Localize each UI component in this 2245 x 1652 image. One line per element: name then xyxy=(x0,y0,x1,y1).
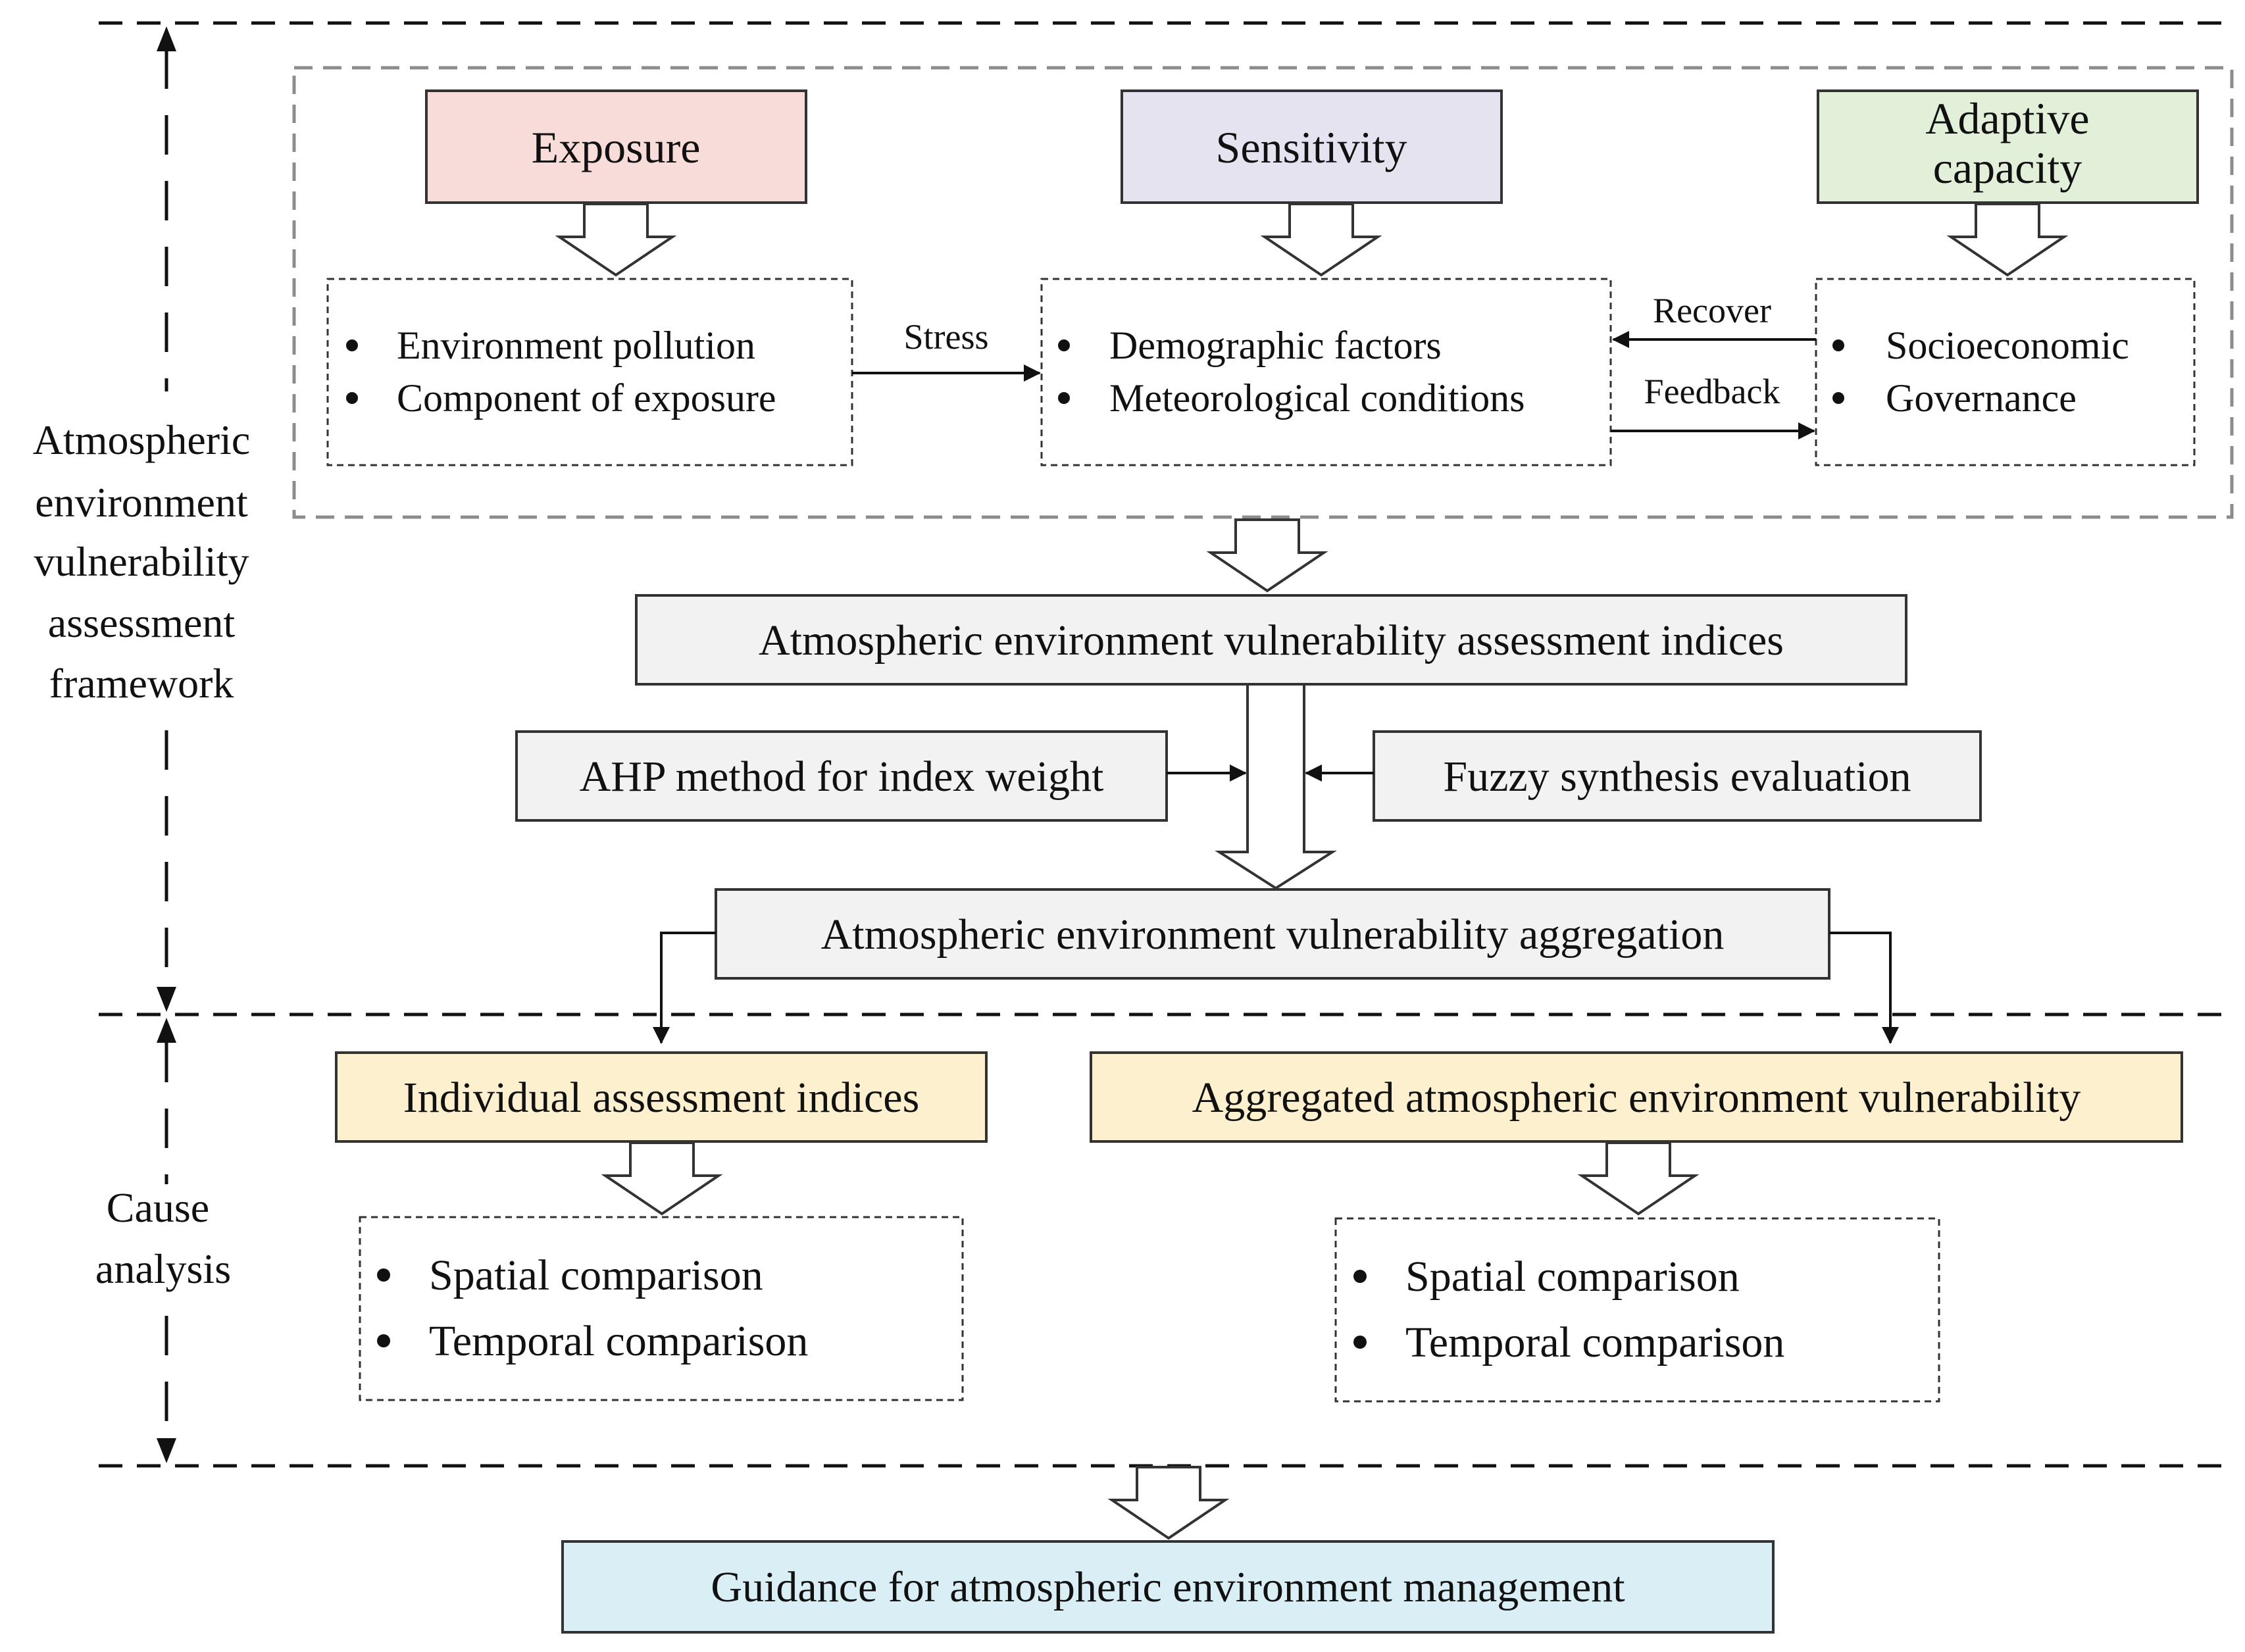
svg-text:Atmospheric: Atmospheric xyxy=(33,416,251,463)
sensitivity-title: Sensitivity xyxy=(1216,122,1407,172)
framework-extent-arrow xyxy=(157,26,176,1012)
aggregation-to-individual-arrow xyxy=(653,932,716,1044)
individual-down-arrow xyxy=(601,1141,723,1216)
svg-text:assessment: assessment xyxy=(48,599,236,646)
aggregated-vulnerability-box xyxy=(1090,1051,2183,1143)
individual-indices-box xyxy=(335,1051,988,1143)
guidance-down-arrow xyxy=(1107,1466,1230,1540)
aggregated-comparison-box xyxy=(1334,1217,1940,1403)
assessment-indices-label: Atmospheric environment vulnerability as… xyxy=(759,616,1784,664)
exposure-items-box xyxy=(326,278,853,466)
aggregated-item-1: Spatial comparison xyxy=(1405,1253,1740,1301)
fuzzy-evaluation-label: Fuzzy synthesis evaluation xyxy=(1443,753,1911,801)
exposure-title: Exposure xyxy=(532,122,701,172)
sensitivity-item-1: Demographic factors xyxy=(1109,324,1442,367)
exposure-item-1: Environment pollution xyxy=(397,324,755,367)
adaptive-item-1: Socioeconomic xyxy=(1886,324,2129,367)
bullet-icon xyxy=(346,339,358,351)
ahp-method-box xyxy=(515,730,1168,822)
bullet-icon xyxy=(377,1334,390,1347)
bullet-icon xyxy=(1353,1270,1367,1283)
assessment-indices-box xyxy=(635,594,1907,686)
adaptive-capacity-title-line1: Adaptive xyxy=(1925,93,2089,143)
adaptive-down-arrow xyxy=(1946,203,2069,277)
aggregated-down-arrow xyxy=(1577,1141,1700,1216)
cause-extent-arrow xyxy=(157,1018,176,1463)
individual-comparison-box xyxy=(359,1216,964,1401)
aggregation-label: Atmospheric environment vulnerability ag… xyxy=(821,911,1725,959)
aggregated-item-2: Temporal comparison xyxy=(1405,1318,1784,1366)
aggregated-vulnerability-label: Aggregated atmospheric environment vulne… xyxy=(1192,1074,2081,1122)
bullet-icon xyxy=(1353,1336,1367,1349)
adaptive-items-box xyxy=(1815,278,2196,466)
framework-container xyxy=(292,66,2234,519)
ahp-method-label: AHP method for index weight xyxy=(580,753,1104,801)
individual-indices-label: Individual assessment indices xyxy=(403,1074,920,1122)
bullet-icon xyxy=(1832,392,1844,404)
framework-side-label: Atmospheric environment vulnerability as… xyxy=(33,416,251,707)
sensitivity-box xyxy=(1121,89,1503,204)
adaptive-capacity-title-line2: capacity xyxy=(1933,143,2082,193)
adaptive-item-2: Governance xyxy=(1886,376,2077,420)
bullet-icon xyxy=(1832,339,1844,351)
svg-text:vulnerability: vulnerability xyxy=(34,538,249,585)
aggregation-to-aggregated-arrow xyxy=(1829,932,1899,1044)
recover-label: Recover xyxy=(1653,291,1771,330)
framework-down-arrow xyxy=(1206,518,1328,593)
bullet-icon xyxy=(1058,339,1070,351)
bullet-icon xyxy=(377,1268,390,1282)
sensitivity-down-arrow xyxy=(1260,203,1382,277)
indices-to-aggregation-arrow xyxy=(1215,686,1337,890)
guidance-box xyxy=(561,1540,1775,1634)
individual-item-1: Spatial comparison xyxy=(429,1251,763,1299)
cause-side-label: Cause analysis xyxy=(95,1184,231,1292)
guidance-label: Guidance for atmospheric environment man… xyxy=(711,1563,1625,1611)
sensitivity-items-box xyxy=(1040,278,1612,466)
bullet-icon xyxy=(346,392,358,404)
stress-label: Stress xyxy=(903,317,988,357)
fuzzy-evaluation-box xyxy=(1373,730,1982,822)
adaptive-capacity-box xyxy=(1817,89,2199,204)
exposure-down-arrow xyxy=(555,203,677,277)
svg-text:framework: framework xyxy=(49,660,234,707)
svg-text:analysis: analysis xyxy=(95,1245,231,1292)
feedback-label: Feedback xyxy=(1644,372,1780,411)
exposure-item-2: Component of exposure xyxy=(397,376,776,420)
svg-text:environment: environment xyxy=(35,479,248,526)
svg-text:Cause: Cause xyxy=(107,1184,209,1231)
individual-item-2: Temporal comparison xyxy=(429,1317,808,1365)
bullet-icon xyxy=(1058,392,1070,404)
aggregation-box xyxy=(715,888,1830,980)
sensitivity-item-2: Meteorological conditions xyxy=(1109,376,1525,420)
